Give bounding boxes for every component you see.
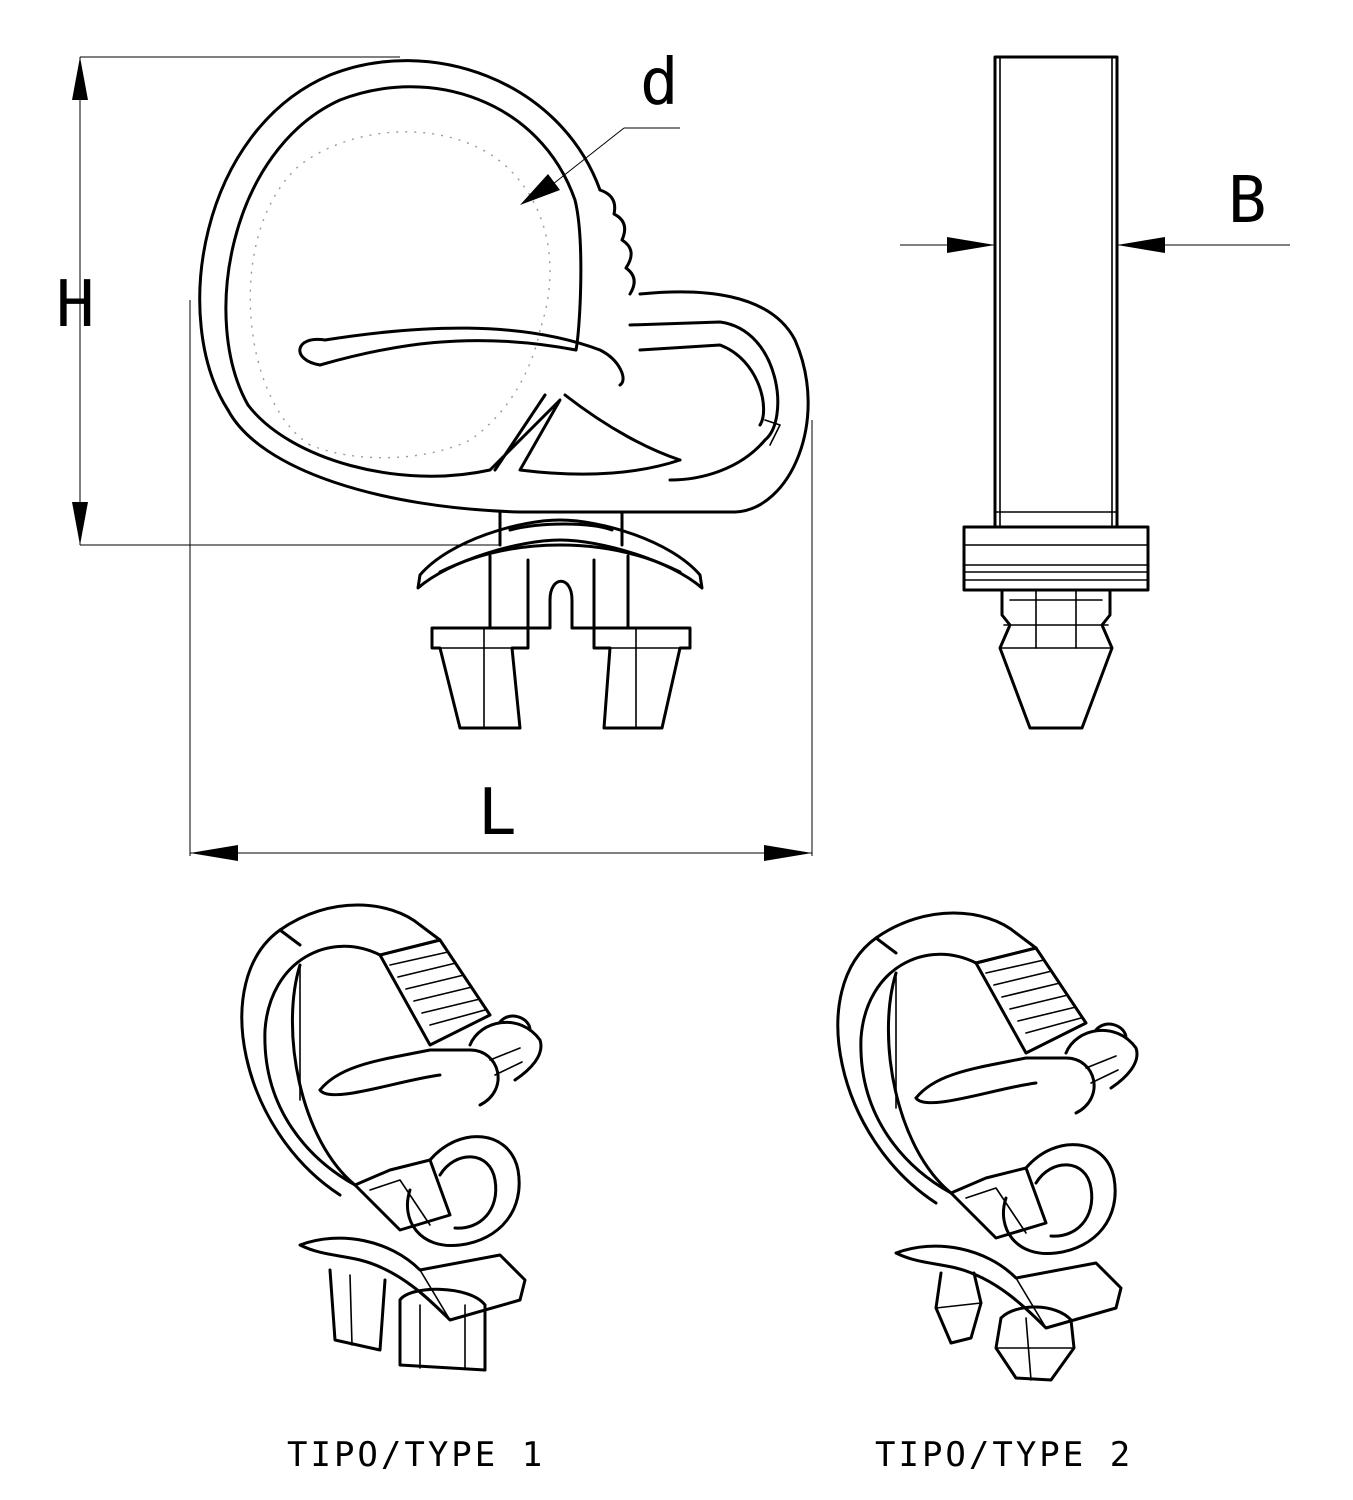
side-view-clamp — [962, 55, 1150, 730]
isometric-type-1 — [240, 903, 543, 1372]
caption-type-2-label: TIPO/TYPE 2 — [875, 1435, 1133, 1475]
dimension-l — [189, 300, 813, 861]
front-view-clamp — [198, 59, 810, 730]
dimension-label-d: d — [640, 46, 679, 120]
isometric-type-2 — [836, 911, 1139, 1382]
dimension-h — [72, 56, 500, 546]
dimension-label-h: H — [56, 268, 95, 342]
dimension-d — [520, 127, 680, 205]
dimension-b — [900, 237, 1290, 253]
caption-type-1-label: TIPO/TYPE 1 — [287, 1435, 545, 1475]
dimension-label-l: L — [478, 776, 517, 850]
dimension-label-b: B — [1228, 164, 1267, 238]
